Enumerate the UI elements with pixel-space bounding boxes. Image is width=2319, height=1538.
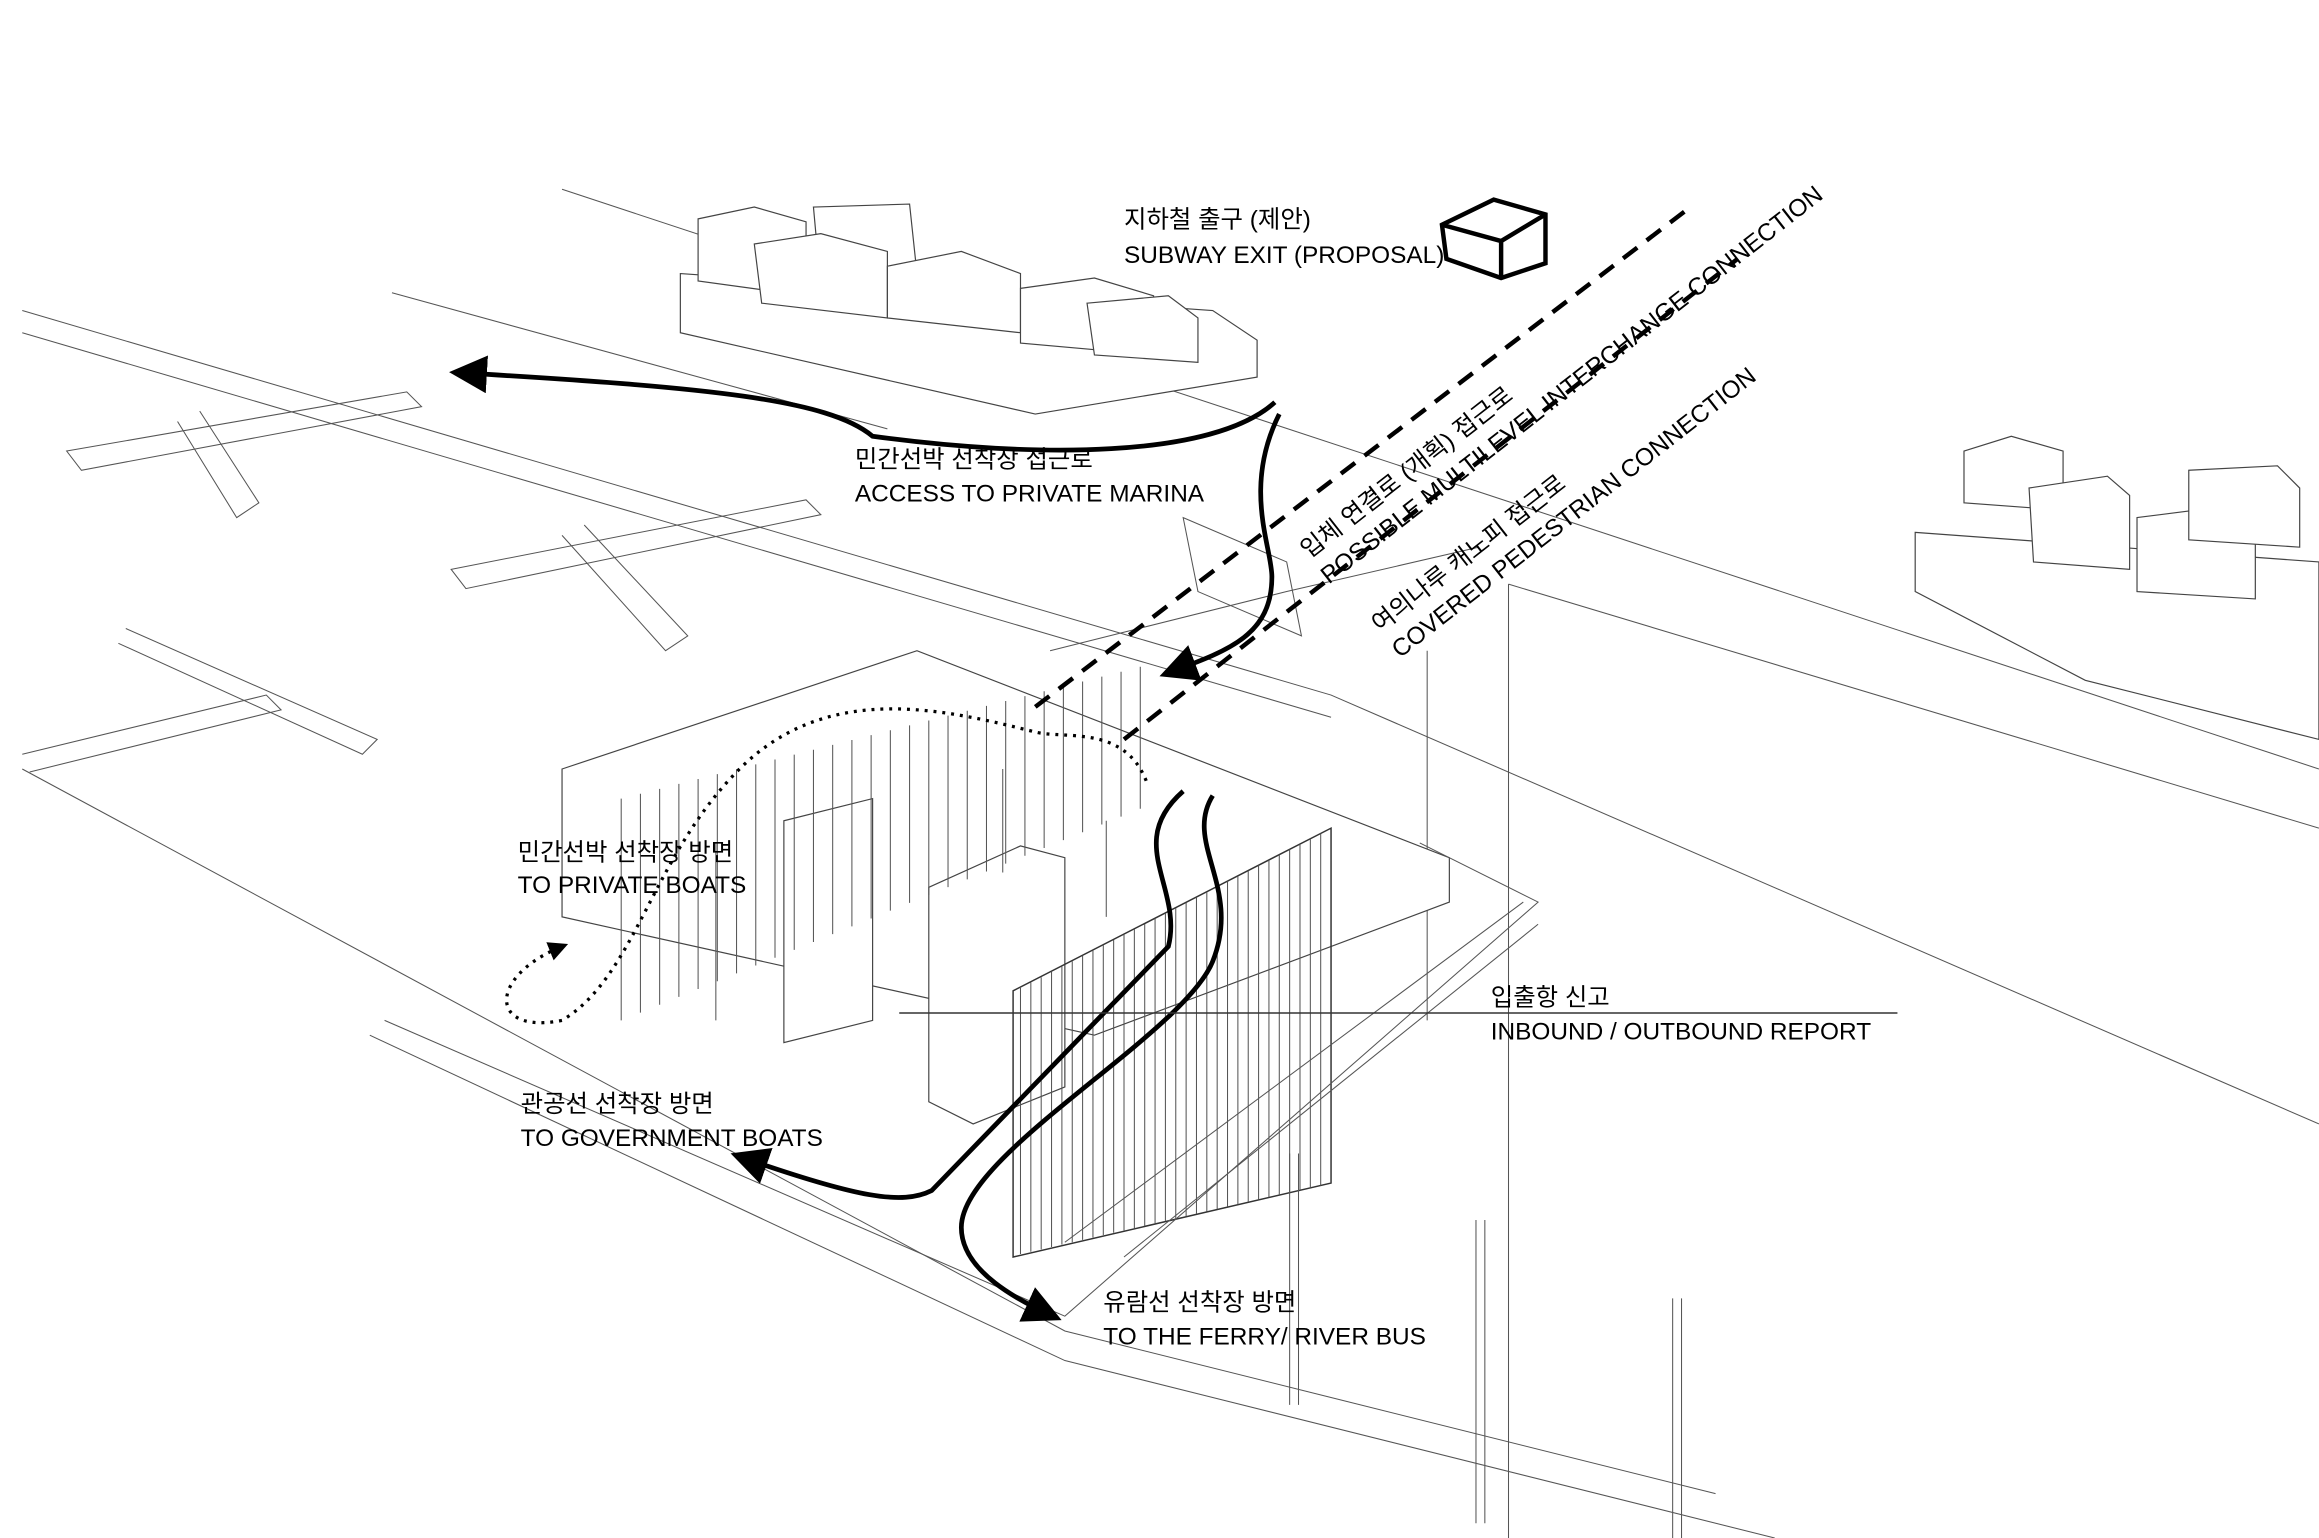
label-en: TO GOVERNMENT BOATS	[521, 1125, 823, 1152]
label-ko: 입출항 신고	[1491, 985, 1610, 1012]
covered-connection-line	[1122, 257, 1740, 742]
label-ferry: 유람선 선착장 방면 TO THE FERRY/ RIVER BUS	[1103, 1289, 1426, 1350]
site-linework	[22, 188, 2319, 1538]
route-private-boats	[505, 707, 1148, 1025]
label-ko: 지하철 출구 (제안)	[1124, 207, 1311, 234]
label-en: ACCESS TO PRIVATE MARINA	[855, 480, 1205, 507]
right-building	[1914, 435, 2319, 741]
label-en: TO THE FERRY/ RIVER BUS	[1103, 1323, 1426, 1350]
label-ko: 민간선박 선착장 접근로	[855, 446, 1093, 473]
label-en: INBOUND / OUTBOUND REPORT	[1491, 1019, 1871, 1046]
label-en: TO PRIVATE BOATS	[518, 872, 747, 899]
label-government: 관공선 선착장 방면 TO GOVERNMENT BOATS	[521, 1091, 823, 1152]
route-ferry	[958, 794, 1224, 1322]
label-en: SUBWAY EXIT (PROPOSAL)	[1124, 242, 1444, 269]
route-private-marina	[449, 355, 1277, 453]
label-en: COVERED PEDESTRIAN CONNECTION	[1387, 363, 1761, 664]
cube-icon	[1439, 197, 1548, 281]
route-subway-to-site	[1159, 413, 1282, 681]
label-private-boats: 민간선박 선착장 방면 TO PRIVATE BOATS	[518, 840, 747, 900]
louvers	[620, 666, 1322, 1255]
label-ko: 민간선박 선착장 방면	[518, 840, 734, 867]
subway-building	[679, 203, 1258, 415]
label-private-marina: 민간선박 선착장 접근로 ACCESS TO PRIVATE MARINA	[855, 446, 1205, 507]
label-ko: 유람선 선착장 방면	[1103, 1289, 1296, 1316]
route-government	[730, 789, 1185, 1200]
multilevel-connection-line	[1033, 205, 1692, 709]
label-ko: 관공선 선착장 방면	[521, 1091, 714, 1118]
label-subway-exit: 지하철 출구 (제안) SUBWAY EXIT (PROPOSAL)	[1124, 207, 1444, 269]
label-inbound: 입출항 신고 INBOUND / OUTBOUND REPORT	[1491, 985, 1871, 1046]
